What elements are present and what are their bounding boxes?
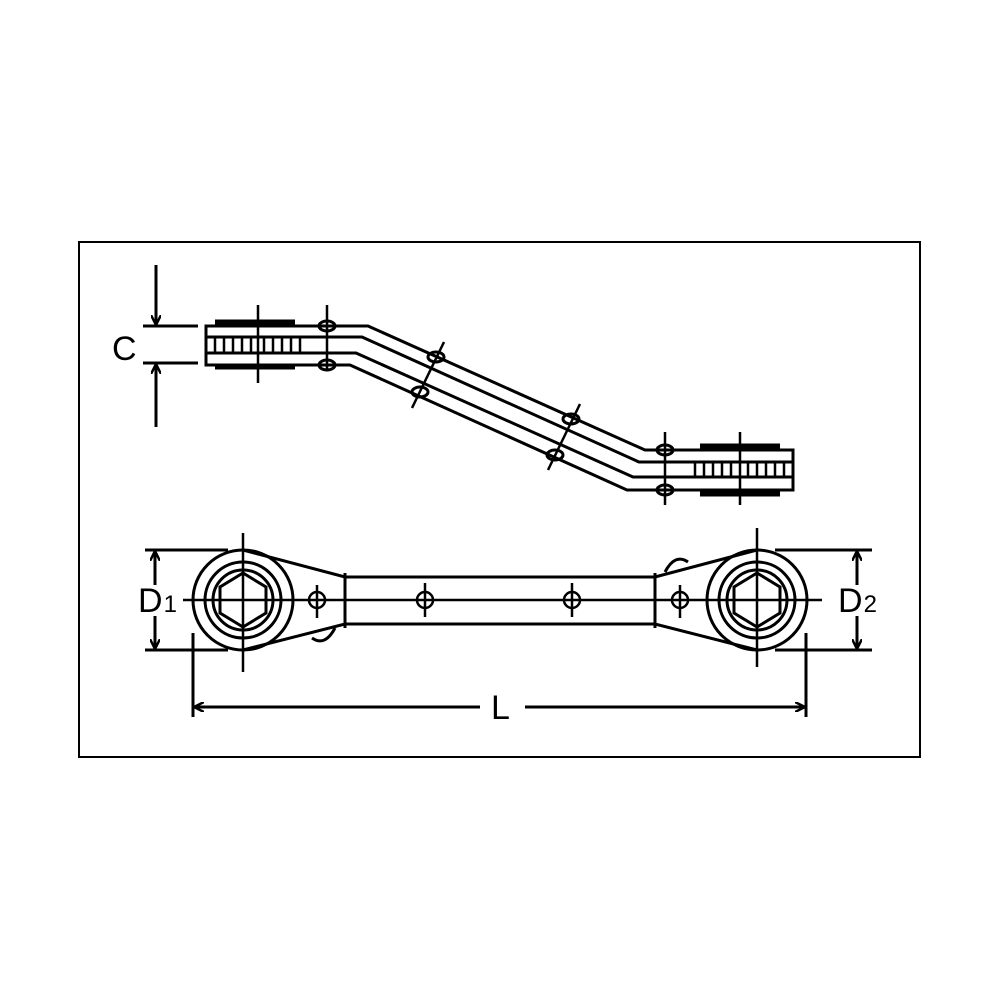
centerlines-side	[256, 305, 742, 505]
dimension-c	[143, 265, 198, 427]
ratchet-teeth-left	[213, 338, 302, 352]
wrench-top-view	[183, 528, 822, 672]
dimension-d1	[145, 548, 228, 652]
hole-markers	[307, 583, 690, 618]
label-d1: D1	[138, 582, 177, 620]
label-l: L	[491, 689, 510, 727]
label-d2: D2	[838, 582, 877, 620]
diagram-frame	[78, 241, 921, 758]
label-c: C	[112, 330, 137, 368]
ratchet-teeth-right	[693, 463, 786, 476]
dimension-l	[191, 633, 808, 717]
dimension-d2	[775, 548, 872, 652]
wrench-side-view	[204, 305, 795, 505]
